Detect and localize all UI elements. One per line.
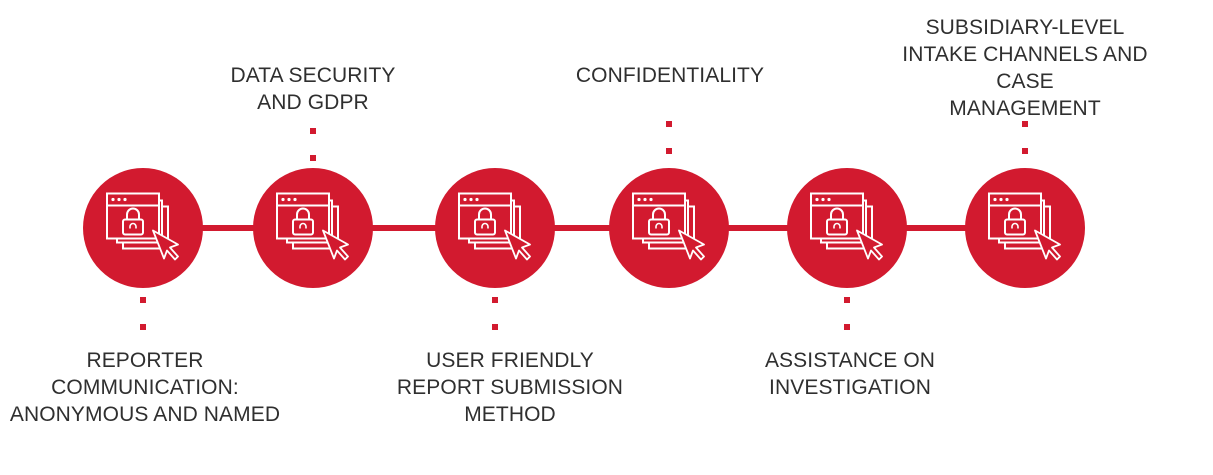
browser-lock-cursor-icon [632, 192, 705, 261]
step-3-dots [492, 297, 498, 330]
browser-lock-cursor-icon [988, 192, 1061, 261]
step-1-label: REPORTER COMMUNICATION: ANONYMOUS AND NA… [9, 349, 281, 426]
step-2-dots [310, 128, 316, 161]
step-3-label: USER FRIENDLY REPORT SUBMISSION METHOD [396, 349, 624, 426]
step-2-node [253, 168, 373, 288]
step-4-node [609, 168, 729, 288]
connector-4-5 [725, 225, 795, 231]
step-5-label: ASSISTANCE ON INVESTIGATION [764, 349, 936, 399]
step-4-dots [666, 121, 672, 154]
browser-lock-cursor-icon [106, 192, 179, 261]
step-1-node [83, 168, 203, 288]
browser-lock-cursor-icon [276, 192, 349, 261]
step-5-dots [844, 297, 850, 330]
step-4-label: CONFIDENTIALITY [575, 64, 765, 87]
browser-lock-cursor-icon [810, 192, 883, 261]
browser-lock-cursor-icon [458, 192, 531, 261]
connector-1-2 [200, 225, 260, 231]
step-6-label: SUBSIDIARY-LEVEL INTAKE CHANNELS AND CAS… [902, 16, 1148, 120]
connector-3-4 [550, 225, 620, 231]
step-6-node [965, 168, 1085, 288]
step-5-node [787, 168, 907, 288]
step-3-node [435, 168, 555, 288]
step-6-dots [1022, 121, 1028, 154]
connector-2-3 [370, 225, 440, 231]
connector-5-6 [905, 225, 975, 231]
step-2-label: DATA SECURITY AND GDPR [230, 64, 396, 114]
step-1-dots [140, 297, 146, 330]
